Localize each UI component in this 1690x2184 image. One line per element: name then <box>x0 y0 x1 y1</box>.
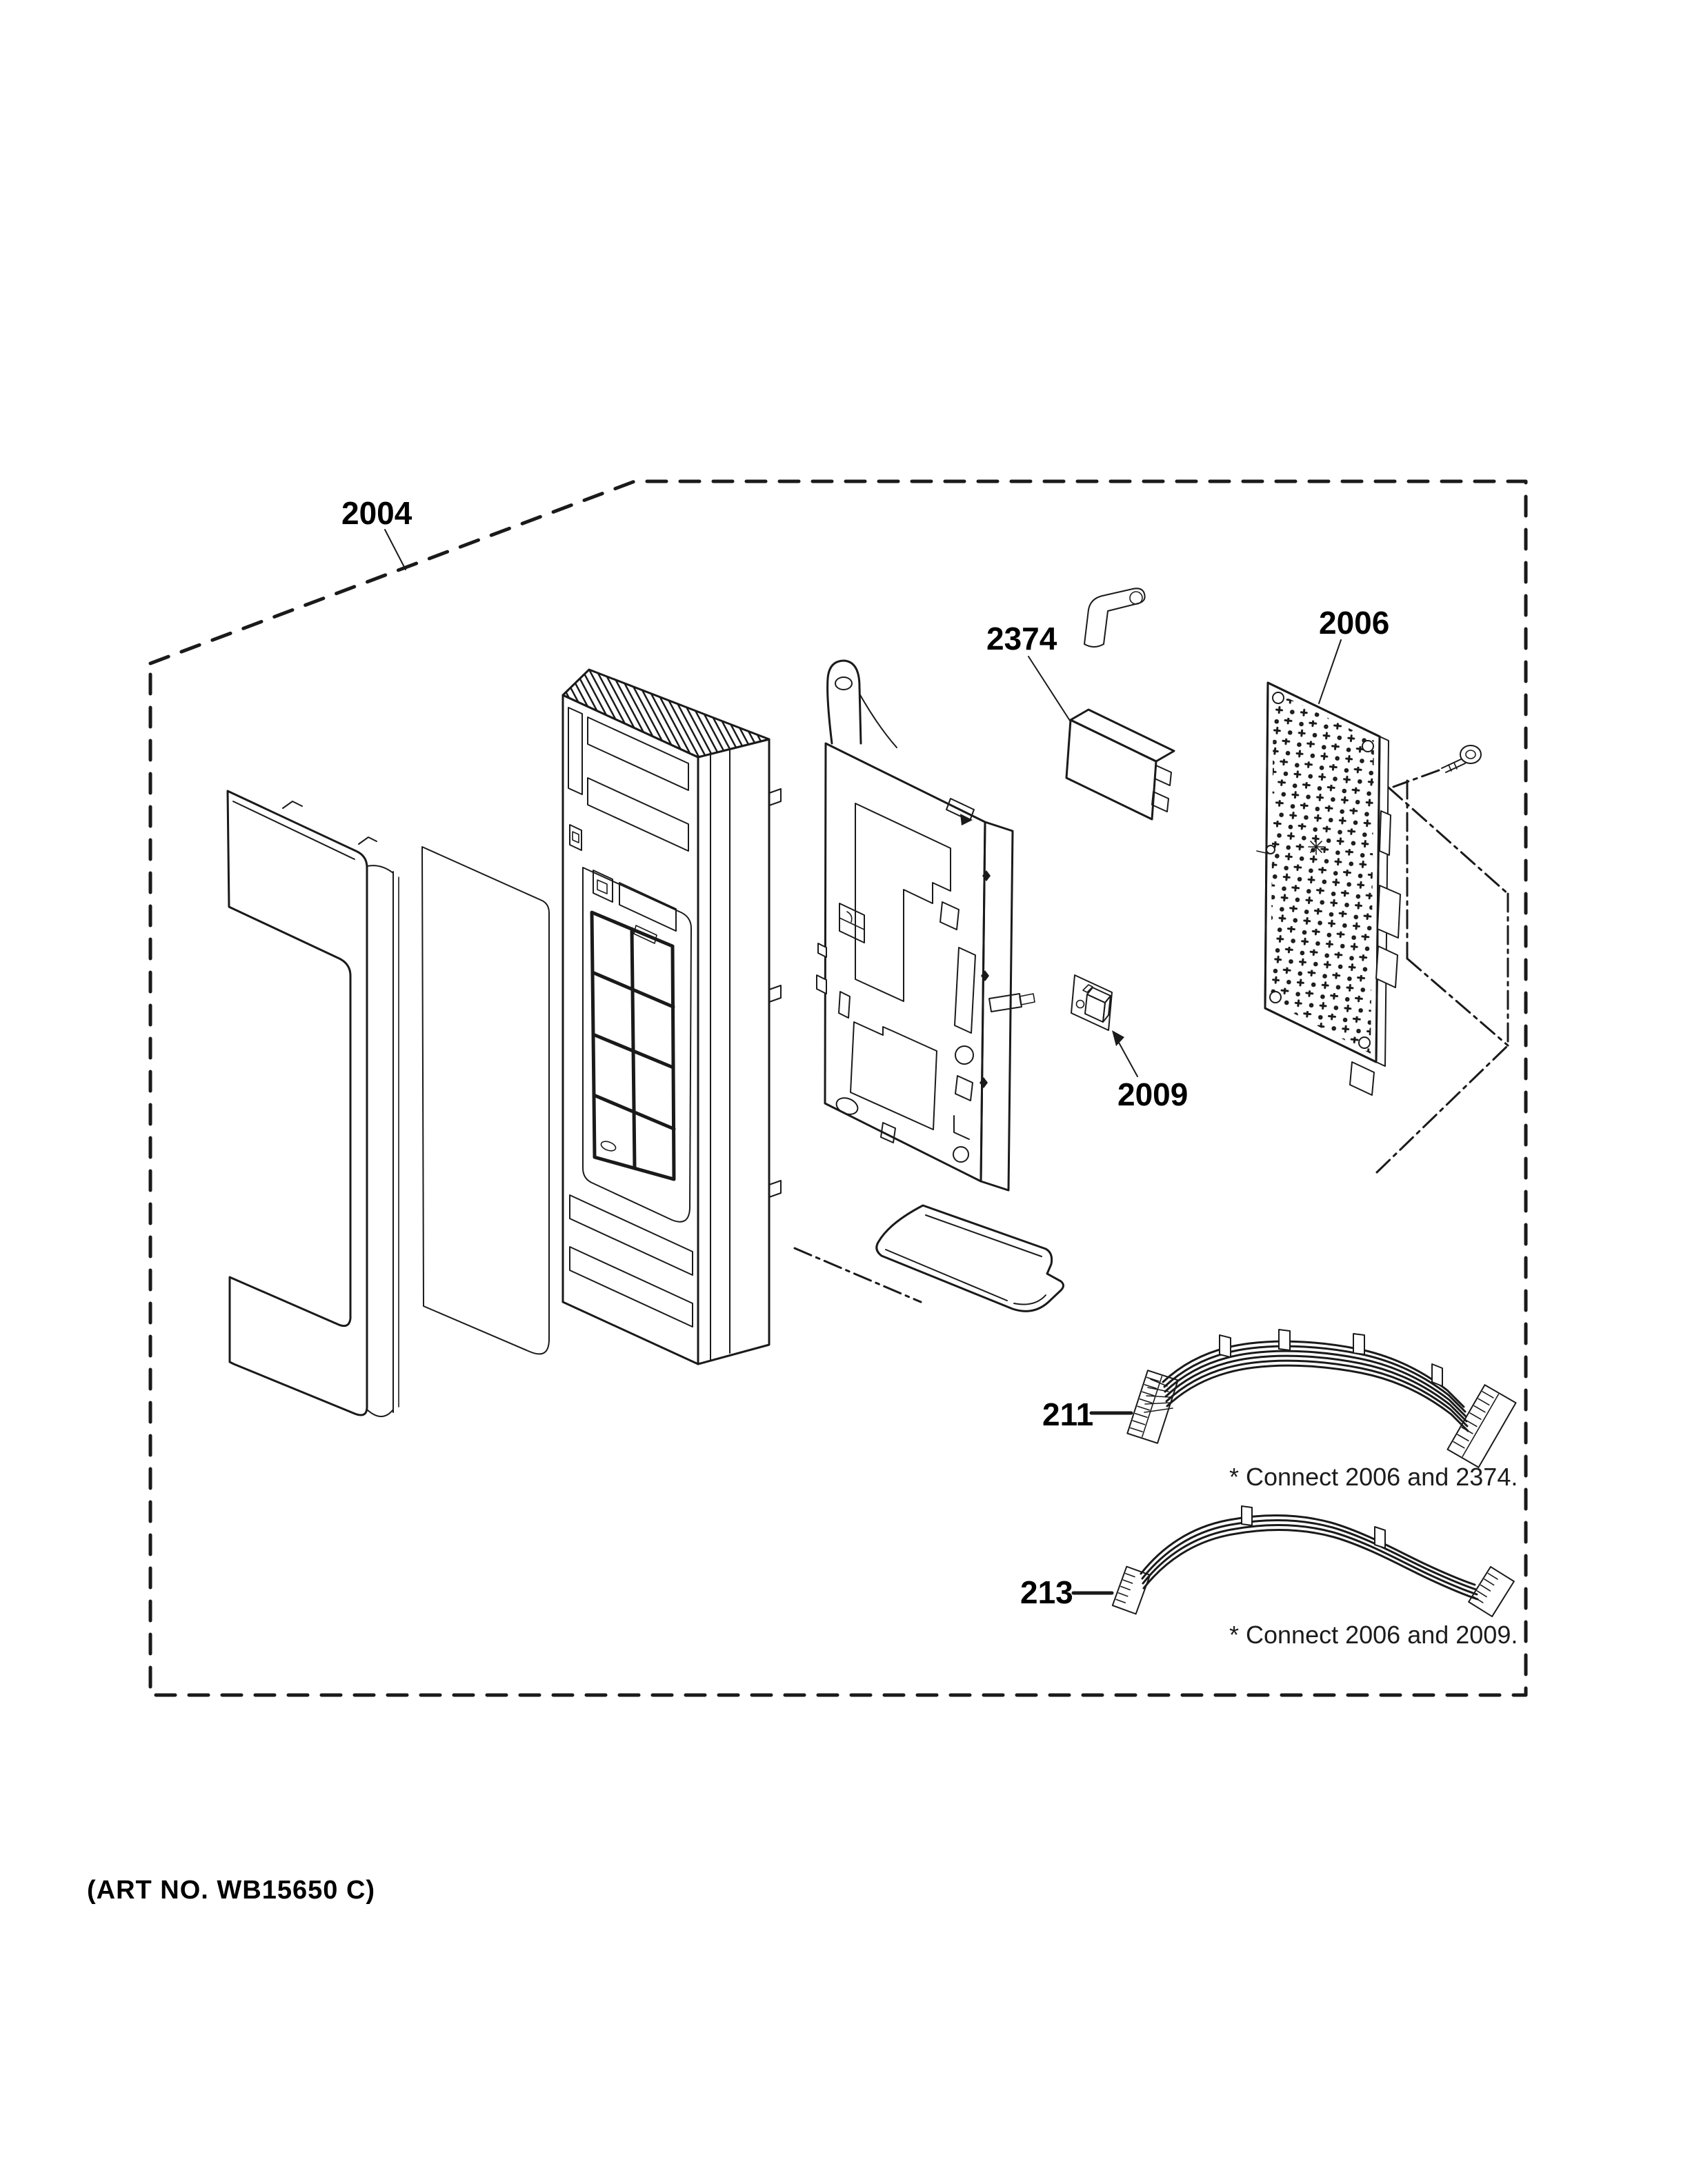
small-cutout <box>569 824 582 851</box>
harness-213-wires <box>1140 1514 1479 1601</box>
oval-hole <box>835 1097 859 1115</box>
door-open-button-icon <box>600 1141 617 1152</box>
wire-clip-icon <box>1353 1333 1365 1355</box>
leader-2006 <box>1318 639 1342 704</box>
module-2374 <box>1065 708 1175 821</box>
control-panel-assembly <box>561 668 782 1365</box>
thermostat-2009 <box>1071 974 1113 1031</box>
display-slot <box>568 707 583 795</box>
leader-2374 <box>1028 656 1071 721</box>
retainer-clip <box>1084 588 1146 648</box>
keypad-bezel <box>582 867 692 1223</box>
bottom-slot <box>569 1246 693 1328</box>
deflector-cover <box>793 1204 1064 1312</box>
wire-clip-icon <box>1431 1363 1443 1387</box>
harness-213-connector-left <box>1111 1565 1151 1615</box>
callout-211: 211 <box>1042 1396 1093 1432</box>
control-board-2006 <box>1256 681 1401 1096</box>
small-slot <box>838 991 851 1019</box>
note-connect-2006-2009: * Connect 2006 and 2009. <box>1229 1621 1518 1649</box>
bracket-cutout <box>855 803 951 1002</box>
clip-cutout <box>839 903 865 943</box>
bracket-tab <box>826 659 862 745</box>
callout-213: 213 <box>1020 1574 1073 1610</box>
membrane-sheet <box>421 846 550 1355</box>
wire-clip-icon <box>1374 1526 1386 1549</box>
alignment-line <box>793 1247 922 1303</box>
dashed-boundary <box>148 479 1528 1697</box>
round-hole <box>955 1045 974 1065</box>
edge-connector <box>1375 945 1398 988</box>
callout-2374: 2374 <box>986 621 1057 657</box>
leader-2009 <box>1117 1041 1138 1077</box>
note-connect-2006-2374: * Connect 2006 and 2374. <box>1229 1463 1518 1491</box>
edge-connector <box>1349 1061 1375 1096</box>
mounting-bracket <box>816 659 1035 1192</box>
leader-2004 <box>384 529 406 570</box>
display-window <box>587 777 689 852</box>
latch-cutout <box>593 870 613 903</box>
edge-connector <box>1379 810 1391 856</box>
lower-cutout <box>850 1021 937 1130</box>
screw-icon <box>1441 745 1482 773</box>
wire-harness-211 <box>1126 1329 1517 1468</box>
wire-clip-icon <box>1241 1505 1253 1526</box>
door-top-edge-line <box>232 801 355 860</box>
display-window <box>587 717 689 791</box>
keypad-grid <box>590 910 676 1181</box>
round-hole <box>953 1146 969 1163</box>
harness-211-connector-left <box>1126 1370 1179 1444</box>
leader-2009-arrowhead <box>1112 1030 1124 1046</box>
wire-clip-icon <box>1219 1334 1231 1358</box>
harness-213-connector-right <box>1468 1565 1515 1618</box>
callout-2009: 2009 <box>1117 1076 1188 1112</box>
bottom-slot <box>569 1194 693 1276</box>
vent-grille <box>561 668 771 759</box>
panel-side-wall <box>697 738 771 1365</box>
asterisk-mark <box>1308 839 1324 855</box>
tab-hole <box>835 677 853 690</box>
wire-clip-icon <box>1278 1329 1291 1351</box>
door-top-tab-icon <box>282 801 303 809</box>
side-clip-icon <box>768 788 782 806</box>
side-clip-icon <box>768 985 782 1003</box>
vertical-slot <box>954 947 976 1034</box>
side-hook <box>988 993 1022 1012</box>
wire-harness-213 <box>1111 1505 1515 1618</box>
callout-2006: 2006 <box>1319 605 1389 641</box>
upper-key-slot <box>619 882 677 932</box>
edge-connector <box>1377 885 1401 939</box>
projection-lines <box>1375 769 1509 1174</box>
door-top-tab-icon <box>358 836 377 845</box>
harness-211-connector-right <box>1447 1384 1517 1468</box>
art-number: (ART NO. WB15650 C) <box>87 1876 375 1905</box>
door-frame-panel <box>226 790 399 1417</box>
callout-2004: 2004 <box>341 495 412 531</box>
side-clip-icon <box>768 1180 782 1198</box>
callouts: 2004 2374 2006 2009 211 213 <box>341 495 1389 1610</box>
harness-211-wires <box>1144 1340 1469 1432</box>
